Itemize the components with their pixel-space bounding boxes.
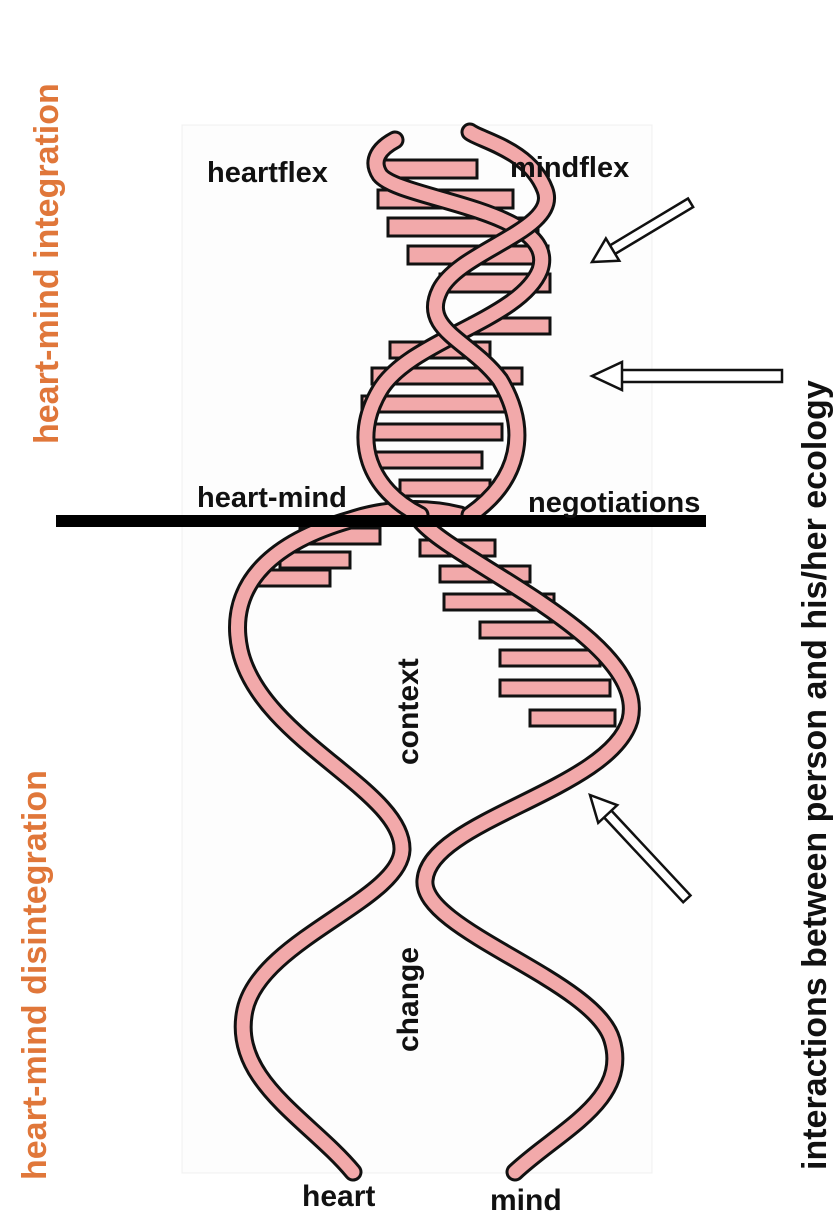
integration-side-label: heart-mind integration bbox=[28, 83, 66, 444]
mindflex-label: mindflex bbox=[510, 152, 629, 184]
heart-mind-label: heart-mind bbox=[197, 482, 347, 514]
mind-label: mind bbox=[490, 1184, 562, 1216]
heartflex-label: heartflex bbox=[207, 157, 328, 189]
rung bbox=[530, 710, 615, 726]
ecology-side-label: interactions between person and his/her … bbox=[796, 380, 834, 1170]
rung bbox=[372, 452, 482, 468]
change-label: change bbox=[392, 947, 425, 1052]
heart-label: heart bbox=[302, 1180, 375, 1213]
rung bbox=[362, 424, 502, 440]
negotiations-label: negotiations bbox=[528, 487, 700, 519]
rung bbox=[400, 480, 490, 496]
disintegration-side-label: heart-mind disintegration bbox=[16, 770, 54, 1180]
rung bbox=[500, 650, 600, 666]
ecology-arrow-middle bbox=[592, 362, 782, 390]
rung bbox=[500, 680, 610, 696]
context-label: context bbox=[392, 658, 425, 765]
